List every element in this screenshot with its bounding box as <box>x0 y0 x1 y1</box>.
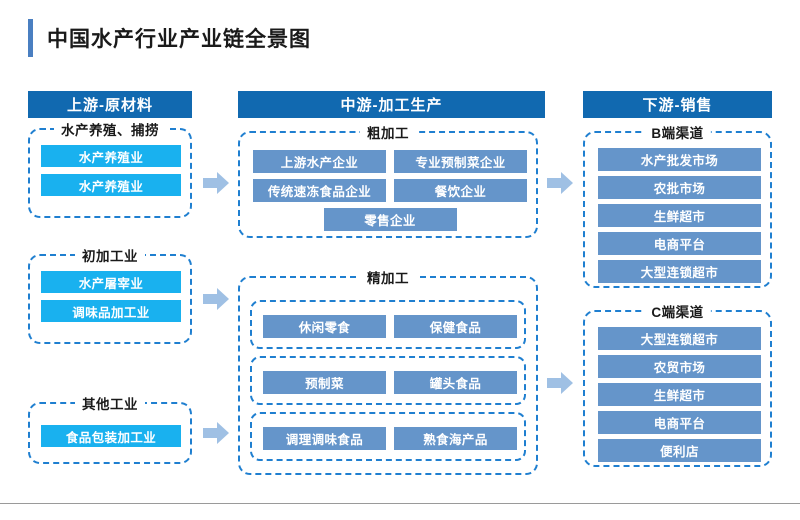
group-label: 水产养殖、捕捞 <box>54 119 166 139</box>
item-grid: 上游水产企业 专业预制菜企业 传统速冻食品企业 餐饮企业 零售企业 <box>253 150 527 231</box>
list-item[interactable]: 零售企业 <box>323 208 457 231</box>
list-item[interactable]: 水产屠宰业 <box>41 271 181 293</box>
group-other-industry: 其他工业 食品包装加工业 <box>28 393 192 464</box>
list-item[interactable]: 罐头食品 <box>394 371 517 394</box>
group-aquaculture-fishing: 水产养殖、捕捞 水产养殖业 水产养殖业 <box>28 119 192 218</box>
list-item[interactable]: 水产养殖业 <box>41 145 181 167</box>
arrow-right-icon <box>547 372 573 394</box>
bottom-divider <box>0 503 800 504</box>
list-item[interactable]: 水产养殖业 <box>41 174 181 196</box>
item-stack: 水产屠宰业 调味品加工业 <box>41 271 181 322</box>
page-title: 中国水产行业产业链全景图 <box>28 19 311 57</box>
item-stack: 大型连锁超市 农贸市场 生鲜超市 电商平台 便利店 <box>598 327 761 462</box>
list-item[interactable]: 电商平台 <box>598 232 761 255</box>
group-rough-processing: 粗加工 上游水产企业 专业预制菜企业 传统速冻食品企业 餐饮企业 零售企业 <box>238 122 538 238</box>
subgroup-snacks-health: 休闲零食 保健食品 <box>250 300 526 349</box>
group-label: 粗加工 <box>360 122 416 142</box>
page-title-text: 中国水产行业产业链全景图 <box>47 28 311 51</box>
list-item[interactable]: 便利店 <box>598 439 761 462</box>
column-header-midstream: 中游-加工生产 <box>238 91 545 118</box>
item-stack: 水产批发市场 农批市场 生鲜超市 电商平台 大型连锁超市 <box>598 148 761 283</box>
list-item[interactable]: 休闲零食 <box>263 315 386 338</box>
item-grid: 预制菜 罐头食品 <box>263 371 517 394</box>
group-label: 精加工 <box>360 267 416 287</box>
group-label: 初加工业 <box>75 245 145 265</box>
group-b-channel: B端渠道 水产批发市场 农批市场 生鲜超市 电商平台 大型连锁超市 <box>583 122 772 288</box>
item-stack: 水产养殖业 水产养殖业 <box>41 145 181 196</box>
item-stack: 食品包装加工业 <box>41 425 181 447</box>
list-item[interactable]: 传统速冻食品企业 <box>253 179 386 202</box>
list-item[interactable]: 熟食海产品 <box>394 427 517 450</box>
list-item[interactable]: 生鲜超市 <box>598 204 761 227</box>
list-item[interactable]: 水产批发市场 <box>598 148 761 171</box>
column-header-upstream: 上游-原材料 <box>28 91 192 118</box>
subgroup-prepared-canned: 预制菜 罐头食品 <box>250 356 526 405</box>
list-item[interactable]: 上游水产企业 <box>253 150 386 173</box>
group-primary-processing: 初加工业 水产屠宰业 调味品加工业 <box>28 245 192 344</box>
title-accent-bar <box>28 19 33 57</box>
group-label: B端渠道 <box>644 122 711 142</box>
list-item[interactable]: 大型连锁超市 <box>598 260 761 283</box>
list-item[interactable]: 食品包装加工业 <box>41 425 181 447</box>
group-c-channel: C端渠道 大型连锁超市 农贸市场 生鲜超市 电商平台 便利店 <box>583 301 772 467</box>
list-item[interactable]: 电商平台 <box>598 411 761 434</box>
item-grid: 休闲零食 保健食品 <box>263 315 517 338</box>
group-label: C端渠道 <box>644 301 711 321</box>
group-label: 其他工业 <box>75 393 145 413</box>
list-item[interactable]: 餐饮企业 <box>394 179 527 202</box>
arrow-right-icon <box>547 172 573 194</box>
list-item[interactable]: 生鲜超市 <box>598 383 761 406</box>
column-header-downstream: 下游-销售 <box>583 91 772 118</box>
list-item[interactable]: 大型连锁超市 <box>598 327 761 350</box>
list-item[interactable]: 调理调味食品 <box>263 427 386 450</box>
arrow-right-icon <box>203 288 229 310</box>
item-grid: 调理调味食品 熟食海产品 <box>263 427 517 450</box>
list-item[interactable]: 农批市场 <box>598 176 761 199</box>
list-item[interactable]: 保健食品 <box>394 315 517 338</box>
list-item[interactable]: 预制菜 <box>263 371 386 394</box>
list-item[interactable]: 调味品加工业 <box>41 300 181 322</box>
list-item[interactable]: 农贸市场 <box>598 355 761 378</box>
group-fine-processing: 精加工 休闲零食 保健食品 预制菜 罐头食品 调理调味食品 熟食海产品 <box>238 267 538 475</box>
arrow-right-icon <box>203 422 229 444</box>
subgroup-seasoned-cooked: 调理调味食品 熟食海产品 <box>250 412 526 461</box>
list-item[interactable]: 专业预制菜企业 <box>394 150 527 173</box>
arrow-right-icon <box>203 172 229 194</box>
